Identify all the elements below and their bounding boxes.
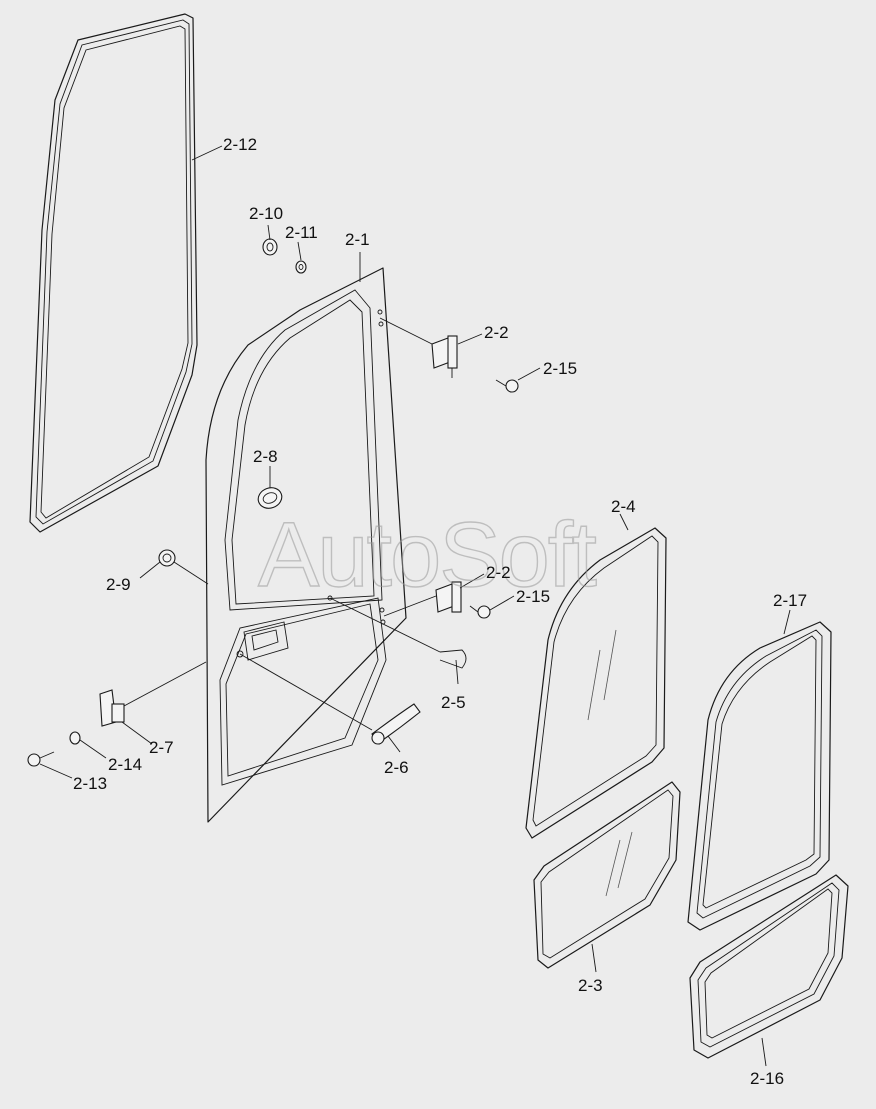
label-2-6: 2-6 bbox=[384, 758, 409, 777]
screw bbox=[27, 751, 55, 767]
u-bolt bbox=[439, 649, 467, 669]
bushing bbox=[158, 549, 176, 567]
label-2-2-upper: 2-2 bbox=[484, 323, 509, 342]
door-frame bbox=[205, 267, 407, 823]
hinge-upper bbox=[431, 335, 458, 378]
washer-lock bbox=[69, 731, 81, 745]
washer-top bbox=[295, 260, 307, 274]
cap-nut bbox=[262, 238, 278, 256]
door-seal-large bbox=[29, 13, 198, 533]
label-2-14: 2-14 bbox=[108, 755, 142, 774]
label-2-10: 2-10 bbox=[249, 204, 283, 223]
label-2-9: 2-9 bbox=[106, 575, 131, 594]
window-glass-lower bbox=[533, 781, 681, 969]
window-seal-upper bbox=[687, 621, 832, 931]
hinge-lower bbox=[435, 581, 462, 613]
label-2-2-lower: 2-2 bbox=[486, 563, 511, 582]
label-2-7: 2-7 bbox=[149, 738, 174, 757]
window-glass-upper bbox=[525, 527, 667, 839]
label-2-1: 2-1 bbox=[345, 230, 370, 249]
label-2-4: 2-4 bbox=[611, 497, 636, 516]
label-2-11: 2-11 bbox=[285, 223, 318, 242]
door-lock bbox=[99, 689, 125, 727]
label-2-8: 2-8 bbox=[253, 447, 278, 466]
label-2-16: 2-16 bbox=[750, 1069, 784, 1088]
label-2-5: 2-5 bbox=[441, 693, 466, 712]
label-2-13: 2-13 bbox=[73, 774, 107, 793]
label-2-15-lower: 2-15 bbox=[516, 587, 550, 606]
window-seal-lower bbox=[689, 874, 849, 1059]
label-2-12: 2-12 bbox=[223, 135, 257, 154]
grommet-oval bbox=[257, 487, 283, 509]
label-2-3: 2-3 bbox=[578, 976, 603, 995]
leader-lines bbox=[39, 145, 791, 1067]
bolt-lower bbox=[469, 605, 491, 619]
door-handle bbox=[371, 703, 421, 745]
label-2-15-upper: 2-15 bbox=[543, 359, 577, 378]
label-2-17: 2-17 bbox=[773, 591, 807, 610]
bolt-upper bbox=[495, 379, 519, 393]
watermark: AutoSoft bbox=[258, 504, 596, 606]
part-labels: 2-12 2-10 2-11 2-1 2-2 2-15 2-8 2-4 2-9 … bbox=[73, 135, 807, 1088]
